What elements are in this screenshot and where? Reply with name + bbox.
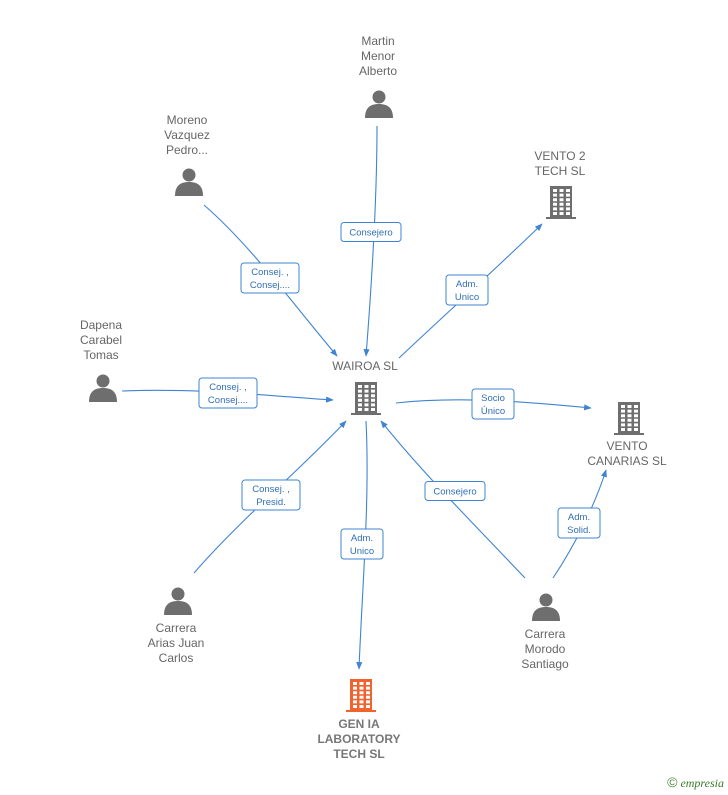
node-label-line: Menor	[361, 49, 395, 63]
node-label-line: Vazquez	[164, 128, 210, 142]
node-label-line: Arias Juan	[148, 636, 205, 650]
node-label-line: CANARIAS SL	[587, 454, 667, 468]
edge-label-line: Adm.	[456, 279, 478, 290]
node-moreno[interactable]: MorenoVazquezPedro...	[164, 113, 210, 196]
edge-label-line: Unico	[350, 546, 374, 557]
building-icon	[546, 186, 576, 219]
node-label-line: Alberto	[359, 64, 397, 78]
edge-label-carrera_morodo-to-ventocan[interactable]: Adm. Solid.	[557, 507, 601, 539]
edge-label-line: Consejero	[349, 228, 392, 239]
node-label-line: Dapena	[80, 318, 122, 332]
node-label-line: Morodo	[525, 642, 566, 656]
edge-label-line: Consej....	[250, 280, 290, 291]
node-label-line: Martin	[361, 34, 394, 48]
edge-label-line: Único	[481, 406, 505, 417]
node-label-line: Santiago	[521, 657, 569, 671]
edge-label-line: Consej. ,	[209, 382, 247, 393]
edge-label-dapena-to-wairoa[interactable]: Consej. , Consej....	[198, 377, 258, 409]
edge-label-box	[240, 262, 300, 294]
edge-label-line: Consej. ,	[252, 484, 290, 495]
building-icon	[351, 382, 381, 415]
copyright-notice: ©empresia	[667, 774, 724, 791]
node-label-line: LABORATORY	[317, 732, 400, 746]
edge-label-carrera_morodo-to-wairoa[interactable]: Consejero	[424, 481, 486, 501]
edge-label-line: Consej. ,	[251, 267, 289, 278]
person-icon	[164, 587, 192, 615]
edge-label-line: Socio	[481, 393, 505, 404]
edge-label-line: Consejero	[433, 487, 476, 498]
person-icon	[175, 168, 203, 196]
edge-label-line: Presid.	[256, 497, 286, 508]
copyright-symbol: ©	[667, 774, 678, 790]
node-label-line: Moreno	[167, 113, 208, 127]
brand-rest: mpresia	[685, 776, 724, 790]
edge-label-box	[557, 507, 601, 539]
node-label-line: Carrera	[156, 621, 197, 635]
edge-label-box	[445, 274, 489, 306]
node-label-line: Carabel	[80, 333, 122, 347]
building-icon	[346, 679, 376, 712]
edge-label-box	[471, 388, 515, 420]
node-label-line: TECH SL	[535, 164, 586, 178]
brand-initial: e	[680, 776, 686, 790]
edge-label-box	[198, 377, 258, 409]
node-label-line: VENTO 2	[534, 149, 585, 163]
edge-label-carrera_arias-to-wairoa[interactable]: Consej. , Presid.	[241, 479, 301, 511]
node-wairoa[interactable]: WAIROA SL	[332, 359, 398, 415]
edge-label-box	[340, 528, 384, 560]
edge-label-box	[424, 481, 486, 501]
person-icon	[89, 374, 117, 402]
edge-label-box	[241, 479, 301, 511]
edge-label-line: Consej....	[208, 395, 248, 406]
node-label-line: Tomas	[83, 348, 118, 362]
node-label-line: VENTO	[606, 439, 647, 453]
person-icon	[532, 593, 560, 621]
building-icon	[614, 402, 644, 435]
edge-label-line: Solid.	[567, 525, 591, 536]
edge-label-wairoa-to-genia[interactable]: Adm. Unico	[340, 528, 384, 560]
node-label-line: Carlos	[159, 651, 194, 665]
edge-label-line: Unico	[455, 292, 479, 303]
edge-label-line: Adm.	[351, 533, 373, 544]
node-label-line: GEN IA	[338, 717, 380, 731]
edge-label-moreno-to-wairoa[interactable]: Consej. , Consej....	[240, 262, 300, 294]
edge-label-wairoa-to-vento2[interactable]: Adm. Unico	[445, 274, 489, 306]
edge-label-line: Adm.	[568, 512, 590, 523]
node-label-line: WAIROA SL	[332, 359, 398, 373]
edge-label-box	[340, 222, 402, 242]
edge-label-martin-to-wairoa[interactable]: Consejero	[340, 222, 402, 242]
person-icon	[365, 90, 393, 118]
node-label-line: Pedro...	[166, 143, 208, 157]
node-label-line: TECH SL	[333, 747, 384, 761]
node-label-line: Carrera	[525, 627, 566, 641]
brand-logo: empresia	[680, 776, 724, 790]
